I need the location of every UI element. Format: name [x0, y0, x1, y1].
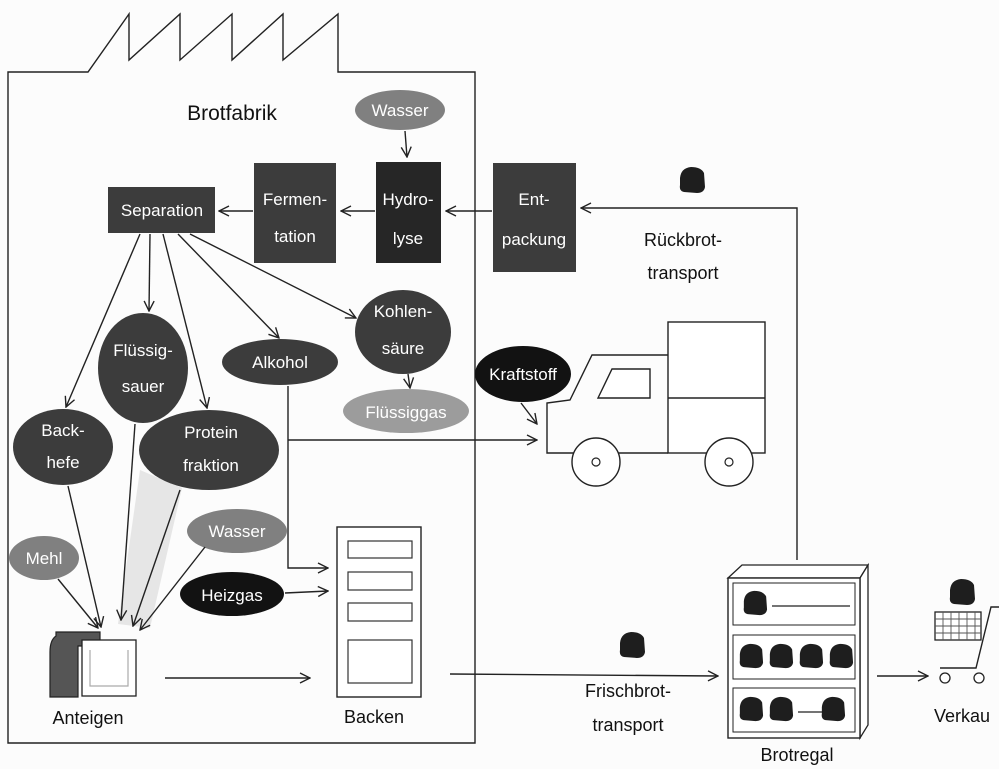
backen-label: Backen	[344, 707, 404, 727]
fermentation-label-line1: Fermen-	[263, 190, 327, 209]
arrow-separation-to-backhefe	[66, 233, 141, 407]
bread-icon	[769, 696, 794, 722]
frischbrot-label-line1: Frischbrot-	[585, 681, 671, 701]
factory-building-outline	[7, 11, 476, 744]
arrow-separation-to-alkohol	[177, 233, 279, 338]
arrow-frischbrot-transport	[449, 674, 718, 676]
bread-icon	[769, 643, 794, 669]
arrow-separation-to-kohlensaeure	[189, 233, 356, 318]
brotregal-label: Brotregal	[760, 745, 833, 765]
backhefe-label-line1: Back-	[41, 421, 84, 440]
kraftstoff-node: Kraftstoff	[475, 346, 571, 402]
entpackung-box: Ent- packung	[493, 163, 576, 272]
wasser-bottom-node: Wasser	[187, 509, 287, 553]
oven-icon	[336, 526, 422, 698]
arrow-kohlensaeure-to-fluessiggas	[408, 373, 410, 388]
fluessiggas-node: Flüssiggas	[343, 389, 469, 433]
fluessigsauer-node: Flüssig- sauer	[98, 313, 188, 423]
kraftstoff-label: Kraftstoff	[489, 365, 557, 384]
backhefe-label-line2: hefe	[46, 453, 79, 472]
arrow-kraftstoff-to-truck	[520, 402, 537, 424]
arrow-separation-to-fluessigsauer	[149, 233, 150, 311]
bread-icon	[829, 643, 854, 669]
factory-label: Brotfabrik	[187, 102, 277, 125]
wasser-top-label: Wasser	[372, 101, 429, 120]
fermentation-box: Fermen- tation	[254, 163, 336, 263]
anteigen-label: Anteigen	[52, 708, 123, 728]
proteinfraktion-label-line2: fraktion	[183, 456, 239, 475]
fluessiggas-label: Flüssiggas	[365, 403, 446, 422]
arrow-fluessigsauer-to-anteigen	[121, 423, 136, 620]
backhefe-node: Back- hefe	[13, 409, 113, 485]
verkauf-label: Verkau	[934, 706, 990, 726]
dough-mixer-icon	[49, 631, 137, 698]
arrow-alkohol-to-backen	[287, 386, 328, 568]
bread-icon	[799, 643, 824, 669]
separation-box: Separation	[108, 187, 215, 233]
alkohol-label: Alkohol	[252, 353, 308, 372]
entpackung-label-line2: packung	[502, 230, 566, 249]
bread-icon	[949, 579, 975, 605]
arrow-mehl-to-anteigen	[57, 578, 98, 628]
kohlensaeure-node: Kohlen- säure	[355, 290, 451, 374]
heizgas-label: Heizgas	[201, 586, 262, 605]
arrow-proteinfraktion-to-anteigen	[133, 489, 181, 626]
alkohol-node: Alkohol	[222, 339, 338, 385]
separation-label: Separation	[121, 201, 203, 220]
shopping-cart-icon	[934, 606, 999, 684]
heizgas-node: Heizgas	[180, 572, 284, 616]
hydrolyse-box: Hydro- lyse	[376, 162, 441, 263]
shaded-flow-area	[118, 470, 182, 628]
bread-icon	[619, 632, 645, 658]
wasser-bottom-label: Wasser	[209, 522, 266, 541]
arrow-heizgas-to-backen	[284, 591, 328, 593]
frischbrot-label-line2: transport	[592, 715, 663, 735]
bread-icon	[743, 590, 768, 616]
bread-icon	[821, 696, 846, 722]
arrow-wasser-to-hydrolyse	[405, 130, 407, 157]
arrow-wasser-to-anteigen	[140, 546, 206, 630]
proteinfraktion-label-line1: Protein	[184, 423, 238, 442]
entpackung-label-line1: Ent-	[518, 190, 549, 209]
fluessigsauer-label-line1: Flüssig-	[113, 341, 173, 360]
rueckbrot-label-line1: Rückbrot-	[644, 230, 722, 250]
mehl-label: Mehl	[26, 549, 63, 568]
arrow-separation-to-proteinfraktion	[162, 233, 207, 408]
kohlensaeure-label-line2: säure	[382, 339, 425, 358]
wasser-top-node: Wasser	[355, 90, 445, 130]
bread-icon	[739, 643, 764, 669]
truck-icon	[546, 321, 766, 487]
bread-icon	[739, 696, 764, 722]
hydrolyse-label-line2: lyse	[393, 229, 423, 248]
arrow-backhefe-to-anteigen	[67, 485, 101, 627]
arrow-rueckbrot-transport	[581, 208, 798, 560]
fluessigsauer-label-line2: sauer	[122, 377, 165, 396]
hydrolyse-label-line1: Hydro-	[382, 190, 433, 209]
kohlensaeure-label-line1: Kohlen-	[374, 302, 433, 321]
bread-icon	[679, 167, 705, 193]
proteinfraktion-node: Protein fraktion	[139, 410, 279, 490]
mehl-node: Mehl	[9, 536, 79, 580]
fermentation-label-line2: tation	[274, 227, 316, 246]
rueckbrot-label-line2: transport	[647, 263, 718, 283]
